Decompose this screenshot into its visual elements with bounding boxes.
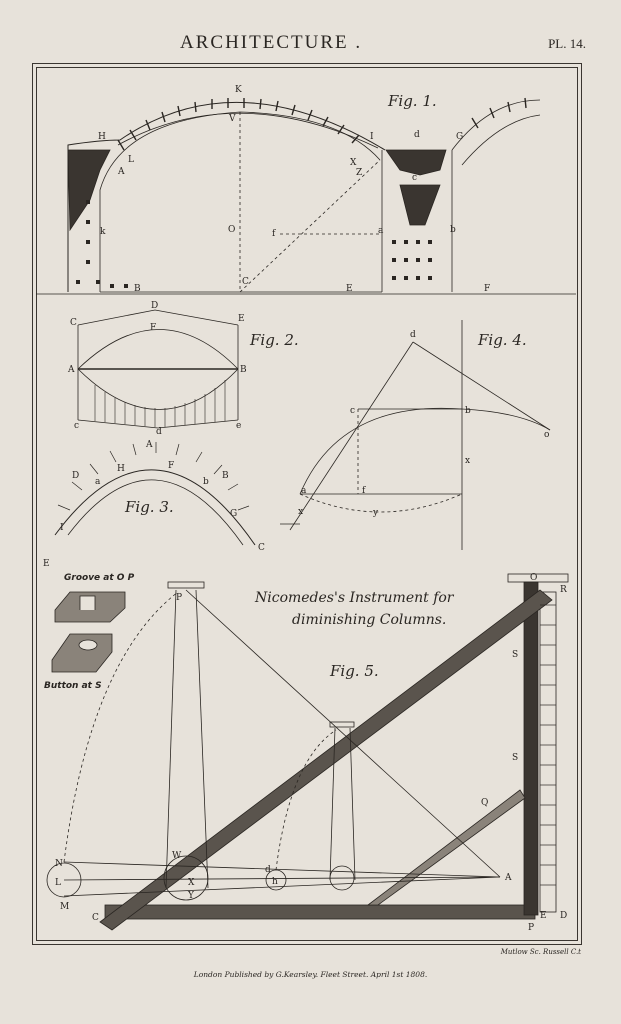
fig1-title: Fig. 1. (387, 92, 437, 110)
keystone-block (385, 149, 447, 176)
svg-text:h: h (272, 877, 278, 887)
svg-text:d: d (414, 130, 420, 140)
svg-text:x: x (298, 507, 303, 517)
svg-text:O: O (530, 573, 537, 583)
svg-text:C: C (92, 913, 99, 923)
inner-frame (36, 67, 578, 941)
svg-text:S: S (512, 650, 518, 660)
engraver-credit: Mutlow Sc. Russell C.t (500, 948, 581, 956)
svg-text:Y: Y (187, 891, 195, 901)
svg-text:G: G (230, 509, 237, 519)
svg-text:O: O (228, 225, 235, 235)
fig4-title: Fig. 4. (477, 331, 527, 349)
svg-text:E: E (346, 284, 353, 294)
svg-text:B: B (134, 284, 141, 294)
svg-text:F: F (168, 461, 174, 471)
svg-text:L: L (128, 155, 134, 165)
svg-text:D: D (72, 471, 79, 481)
fig4-diagram (280, 320, 551, 550)
svg-text:L: L (55, 878, 61, 888)
instrument-caption-line1: Nicomedes's Instrument for (254, 590, 455, 606)
fig2-diagram (77, 309, 239, 429)
fig5-labels: O R P S S Q N L M W X Y h d A C D P E (55, 573, 567, 933)
fig5-title: Fig. 5. (329, 662, 379, 680)
button-caption: Button at S (44, 681, 102, 691)
svg-text:a: a (95, 477, 101, 487)
svg-text:c: c (74, 421, 79, 431)
svg-text:M: M (60, 902, 69, 912)
svg-text:Q: Q (481, 798, 488, 808)
svg-text:A: A (504, 873, 512, 883)
svg-text:G: G (456, 132, 463, 142)
svg-text:k: k (100, 227, 106, 237)
svg-text:X: X (188, 878, 195, 888)
svg-text:V: V (228, 114, 236, 124)
svg-text:P: P (176, 593, 182, 603)
svg-text:K: K (235, 85, 242, 95)
svg-text:d: d (410, 330, 416, 340)
svg-text:F: F (484, 284, 490, 294)
plate-header: ARCHITECTURE . PL. 14. (0, 32, 621, 58)
detail-label-e: E (43, 559, 50, 569)
svg-text:W: W (172, 851, 182, 861)
plate-title: ARCHITECTURE . (180, 32, 363, 53)
fig4-labels: d c b o f a x y x (298, 330, 549, 518)
svg-text:P: P (528, 923, 534, 933)
svg-text:D: D (151, 301, 158, 311)
svg-text:F: F (150, 323, 156, 333)
svg-text:C: C (242, 277, 249, 287)
detail-blocks (51, 591, 126, 673)
fig3-arch (54, 442, 256, 546)
svg-text:D: D (560, 911, 567, 921)
svg-text:N: N (55, 859, 63, 869)
svg-text:B: B (240, 365, 247, 375)
svg-text:H: H (98, 132, 106, 142)
svg-text:S: S (512, 753, 518, 763)
svg-text:E: E (540, 911, 547, 921)
fig3-labels: A D H F B a b I G C (60, 440, 265, 553)
fig3-title: Fig. 3. (124, 498, 174, 516)
svg-text:I: I (60, 523, 64, 533)
svg-text:c: c (412, 173, 417, 183)
svg-text:C: C (258, 543, 265, 553)
svg-text:o: o (544, 430, 549, 440)
svg-text:E: E (238, 314, 245, 324)
groove-caption: Groove at O P (64, 573, 135, 583)
svg-text:B: B (222, 471, 229, 481)
svg-text:f: f (272, 229, 276, 239)
svg-text:A: A (67, 365, 75, 375)
publisher-imprint: London Published by G.Kearsley. Fleet St… (193, 970, 428, 979)
svg-text:d: d (156, 427, 162, 437)
svg-text:R: R (560, 585, 567, 595)
svg-text:a: a (378, 226, 384, 236)
svg-text:Z: Z (356, 168, 362, 178)
fig2-labels: C D E F A B c d e (67, 301, 247, 437)
instrument-caption-line2: diminishing Columns. (292, 612, 446, 628)
fig2-title: Fig. 2. (249, 331, 299, 349)
plate-number: PL. 14. (548, 36, 586, 51)
fig1-labels: K H V I d G L A X Z c O k f a b B C E F (98, 85, 490, 294)
svg-text:A: A (145, 440, 153, 450)
fig1-arches (67, 97, 541, 293)
svg-text:y: y (372, 508, 379, 518)
svg-text:b: b (203, 477, 209, 487)
pier-wedge (399, 184, 441, 226)
svg-text:X: X (350, 158, 357, 168)
svg-text:x: x (465, 456, 470, 466)
svg-text:H: H (117, 464, 125, 474)
svg-text:a: a (301, 486, 307, 496)
svg-text:b: b (465, 406, 471, 416)
fig5-instrument (46, 573, 569, 931)
svg-text:c: c (350, 406, 355, 416)
svg-text:C: C (70, 318, 77, 328)
svg-text:A: A (117, 167, 125, 177)
svg-text:e: e (236, 421, 241, 431)
svg-text:f: f (362, 486, 366, 496)
svg-text:I: I (370, 132, 374, 142)
svg-text:d: d (265, 865, 271, 875)
left-abutment (67, 149, 111, 232)
outer-frame (32, 63, 582, 945)
svg-text:b: b (450, 225, 456, 235)
